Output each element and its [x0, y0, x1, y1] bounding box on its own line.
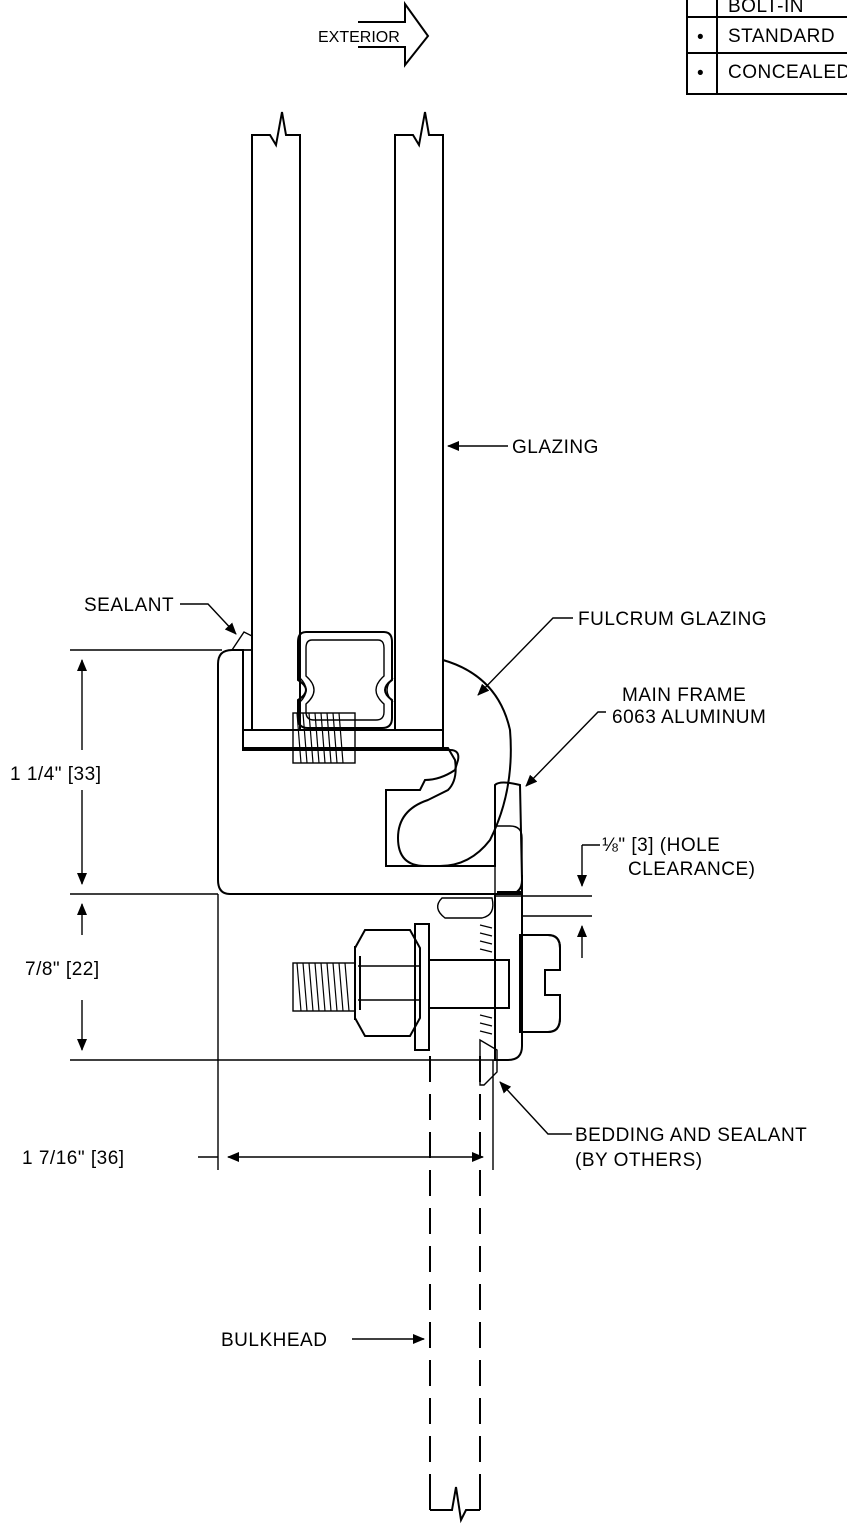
fulcrum-glazing: [396, 658, 512, 867]
callout-main-frame-line1: MAIN FRAME: [622, 685, 746, 706]
bolt-head: [519, 934, 561, 1033]
legend-row-1-label: BOLT-IN: [728, 0, 804, 17]
callout-main-frame-line2: 6063 ALUMINUM: [612, 707, 766, 728]
sealant-bead: [230, 631, 253, 651]
frame-bolt-leg: [494, 893, 523, 1061]
legend-row-2-label: STANDARD: [728, 26, 835, 47]
bolt-threaded-end: [292, 962, 356, 1012]
legend-row-3-marker: •: [697, 63, 704, 84]
legend-table: BOLT-IN • STANDARD • CONCEALED: [686, 0, 847, 95]
callout-sealant: SEALANT: [84, 595, 237, 635]
setting-block: [242, 631, 444, 749]
callout-sealant-label: SEALANT: [84, 595, 174, 616]
callout-bedding-line1: BEDDING AND SEALANT: [575, 1125, 807, 1146]
callout-hole-clearance: ⅛" [3] (HOLE CLEARANCE): [522, 835, 755, 958]
callout-fulcrum-glazing: FULCRUM GLAZING: [477, 609, 767, 696]
callout-hole-clearance-line1: ⅛" [3] (HOLE: [602, 835, 720, 856]
legend-row-3-label: CONCEALED: [728, 62, 847, 83]
dim-frame-width: 1 7/16" [36]: [22, 894, 494, 1170]
callout-fulcrum-glazing-label: FULCRUM GLAZING: [578, 609, 767, 630]
dim-frame-height-label: 1 1/4" [33]: [10, 764, 101, 785]
dim-bolt-height: 7/8" [22]: [25, 903, 500, 1061]
glazing-panes: [251, 111, 444, 731]
legend-row-2-marker: •: [697, 27, 704, 48]
callout-glazing: GLAZING: [447, 437, 599, 458]
main-frame: [217, 649, 524, 897]
dim-frame-height: 1 1/4" [33]: [10, 649, 222, 895]
dim-bolt-height-label: 7/8" [22]: [25, 959, 100, 980]
hole-clearance-bead: [437, 897, 494, 919]
callout-main-frame: MAIN FRAME 6063 ALUMINUM: [525, 685, 766, 787]
bulkhead-lines: [429, 1056, 481, 1524]
callout-bulkhead-label: BULKHEAD: [221, 1330, 327, 1351]
callout-bedding-line2: (BY OTHERS): [575, 1150, 703, 1171]
callout-hole-clearance-line2: CLEARANCE): [628, 859, 755, 880]
callout-bedding: BEDDING AND SEALANT (BY OTHERS): [499, 1081, 807, 1171]
exterior-arrow: EXTERIOR: [318, 0, 430, 68]
callout-glazing-label: GLAZING: [512, 437, 599, 458]
exterior-label: EXTERIOR: [318, 29, 400, 46]
callout-bulkhead: BULKHEAD: [221, 1330, 425, 1351]
dim-frame-width-label: 1 7/16" [36]: [22, 1148, 125, 1169]
